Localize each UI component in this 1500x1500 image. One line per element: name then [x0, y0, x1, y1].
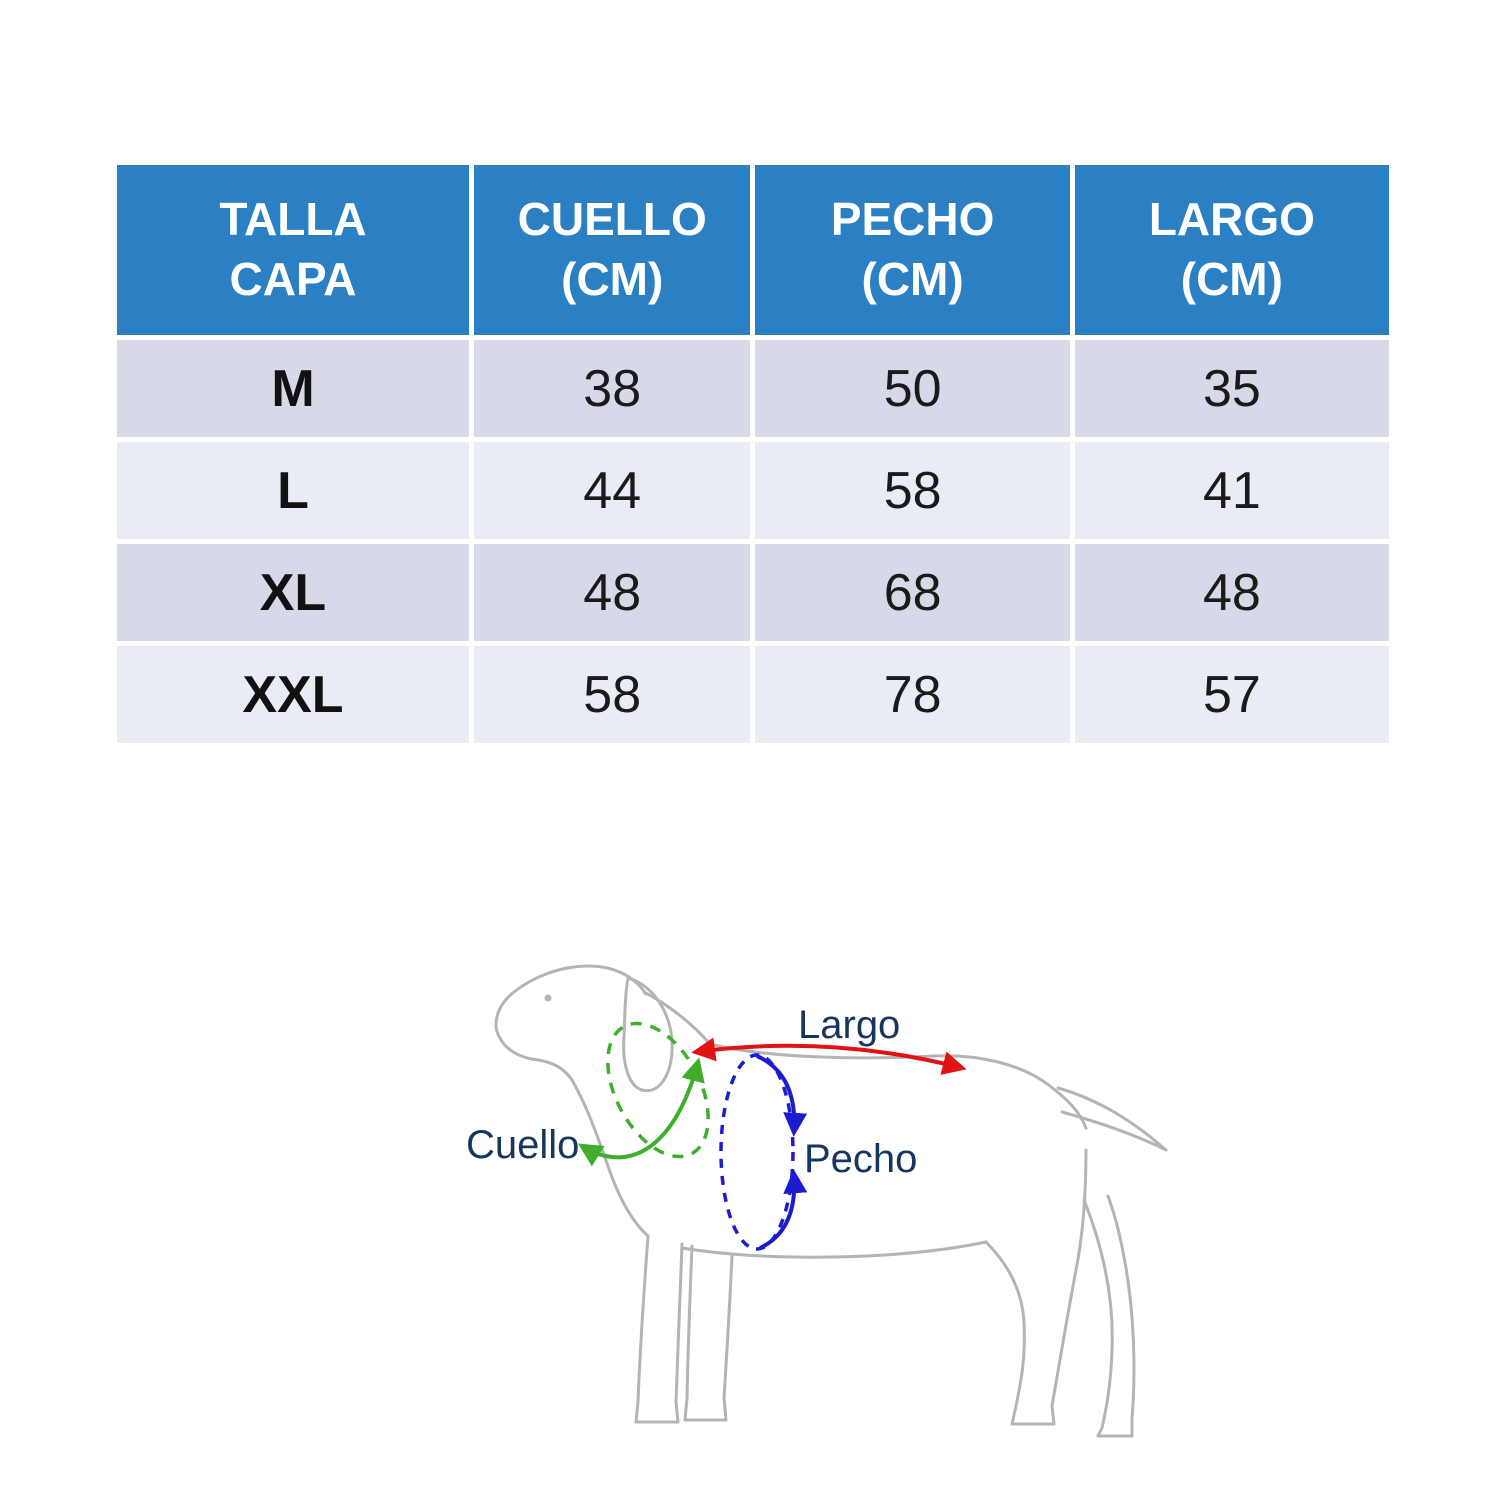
dog-diagram-svg: Largo Cuello Pecho — [466, 964, 1168, 1438]
header-largo: LARGO (CM) — [1074, 165, 1389, 335]
largo-value: 57 — [1074, 646, 1389, 743]
largo-value: 41 — [1074, 442, 1389, 539]
header-line: PECHO — [830, 193, 995, 246]
cuello-annotation: Cuello — [466, 1021, 710, 1167]
dog-front-leg-far — [683, 1244, 734, 1422]
table-row-l: L 44 58 41 — [117, 442, 1389, 539]
dog-belly-outline — [680, 1240, 988, 1259]
cuello-value: 48 — [473, 544, 751, 641]
size-label: M — [117, 340, 469, 437]
pecho-label: Pecho — [804, 1137, 917, 1181]
dog-hind-leg-near — [984, 1148, 1088, 1426]
cuello-value: 44 — [473, 442, 751, 539]
dog-measurement-diagram: Largo Cuello Pecho — [430, 940, 1190, 1460]
pecho-dashed-ellipse — [719, 1053, 795, 1251]
cuello-value: 38 — [473, 340, 751, 437]
cuello-label: Cuello — [466, 1123, 579, 1167]
header-line: TALLA — [219, 193, 367, 246]
cuello-dashed-ellipse — [606, 1021, 710, 1159]
dog-tail-outline — [1056, 1086, 1168, 1152]
header-line: (CM) — [561, 253, 664, 305]
table-row-xxl: XXL 58 78 57 — [117, 646, 1389, 743]
dog-head-outline — [494, 964, 648, 1040]
pecho-annotation: Pecho — [719, 1053, 917, 1251]
header-cuello: CUELLO (CM) — [473, 165, 751, 335]
pecho-arrow-bottom — [759, 1169, 808, 1250]
largo-annotation: Largo — [691, 1003, 967, 1075]
largo-value: 35 — [1074, 340, 1389, 437]
pecho-value: 58 — [755, 442, 1070, 539]
header-pecho: PECHO (CM) — [755, 165, 1070, 335]
dog-hind-leg-far — [1082, 1194, 1136, 1438]
table-row-m: M 38 50 35 — [117, 340, 1389, 437]
largo-label: Largo — [798, 1003, 900, 1047]
header-talla-capa: TALLA CAPA — [117, 165, 469, 335]
table-header-row: TALLA CAPA CUELLO (CM) PECHO (CM) LARGO … — [117, 165, 1389, 335]
size-chart-table: TALLA CAPA CUELLO (CM) PECHO (CM) LARGO … — [112, 160, 1394, 748]
largo-value: 48 — [1074, 544, 1389, 641]
cuello-value: 58 — [473, 646, 751, 743]
header-line: CAPA — [229, 253, 357, 305]
pecho-value: 50 — [755, 340, 1070, 437]
largo-arrow — [691, 1037, 967, 1075]
table-row-xl: XL 48 68 48 — [117, 544, 1389, 641]
size-label: XL — [117, 544, 469, 641]
header-line: (CM) — [861, 253, 964, 305]
dog-front-leg-near — [634, 1234, 684, 1424]
size-label: XXL — [117, 646, 469, 743]
dog-jaw-neck-outline — [498, 1036, 650, 1238]
pecho-value: 78 — [755, 646, 1070, 743]
cuello-arrow — [577, 1057, 705, 1167]
header-line: LARGO — [1148, 193, 1315, 246]
header-line: CUELLO — [517, 193, 707, 246]
pecho-value: 68 — [755, 544, 1070, 641]
pecho-arrow-top — [756, 1054, 808, 1137]
dog-eye — [544, 994, 552, 1002]
size-label: L — [117, 442, 469, 539]
header-line: (CM) — [1180, 253, 1283, 305]
